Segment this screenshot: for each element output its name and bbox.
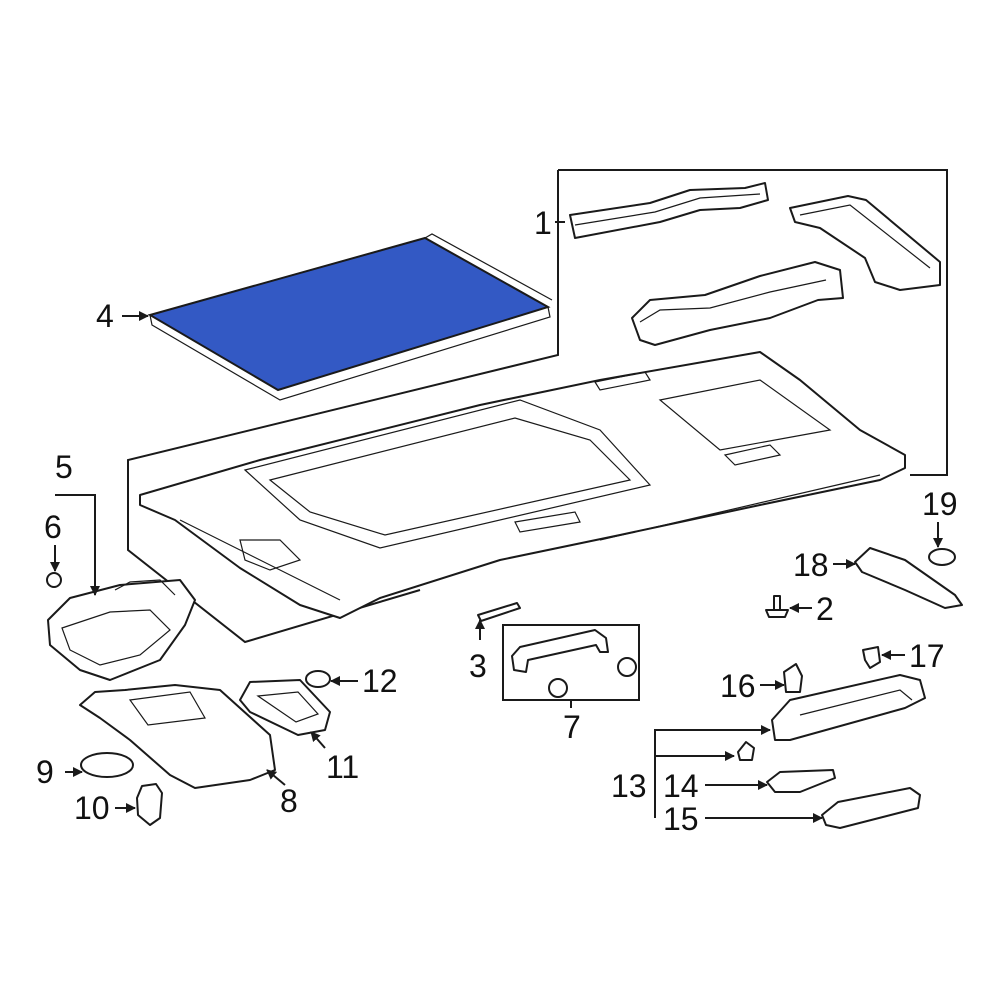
callout-6: 6 xyxy=(44,509,62,545)
assist-grip xyxy=(511,629,637,698)
sunshade-panel xyxy=(147,233,553,401)
leader-11 xyxy=(310,731,326,749)
air-duct-parts xyxy=(569,182,941,346)
callout-14: 14 xyxy=(663,768,699,804)
group-frame-1 xyxy=(558,169,948,476)
small-clip-13 xyxy=(737,741,755,761)
sunshade-highlight xyxy=(147,236,551,392)
leader-5 xyxy=(55,494,100,596)
bulb-16 xyxy=(783,663,803,693)
clip-17 xyxy=(862,646,881,669)
bracket-18 xyxy=(854,547,963,609)
visor-holder xyxy=(80,752,134,778)
bulb-12 xyxy=(305,670,331,688)
callout-7: 7 xyxy=(563,709,581,745)
bulb-19 xyxy=(928,548,956,566)
bolt-2 xyxy=(765,595,789,618)
callout-16: 16 xyxy=(720,668,756,704)
visor-clip xyxy=(136,783,163,826)
callout-4: 4 xyxy=(96,298,114,334)
callout-1: 1 xyxy=(534,205,552,241)
callout-15: 15 xyxy=(663,801,699,837)
leader-8 xyxy=(266,769,286,786)
callout-10: 10 xyxy=(74,790,110,826)
overhead-console xyxy=(47,579,196,681)
callout-11: 11 xyxy=(326,749,359,785)
callout-9: 9 xyxy=(36,754,54,790)
callout-12: 12 xyxy=(362,663,398,699)
callout-2: 2 xyxy=(816,591,834,627)
callout-3: 3 xyxy=(469,648,487,684)
clip-part xyxy=(46,572,62,588)
callout-5: 5 xyxy=(55,449,73,485)
cover-15 xyxy=(821,787,921,829)
headliner xyxy=(139,351,906,619)
callout-17: 17 xyxy=(909,638,945,674)
map-lamp xyxy=(239,679,331,736)
lens-14 xyxy=(766,769,836,793)
molding-strip xyxy=(477,602,521,622)
console-housing xyxy=(771,674,926,741)
callout-18: 18 xyxy=(793,547,829,583)
group-frame-headliner xyxy=(127,170,559,644)
callout-13: 13 xyxy=(611,768,647,804)
callout-19: 19 xyxy=(922,486,958,522)
callout-8: 8 xyxy=(280,783,298,819)
